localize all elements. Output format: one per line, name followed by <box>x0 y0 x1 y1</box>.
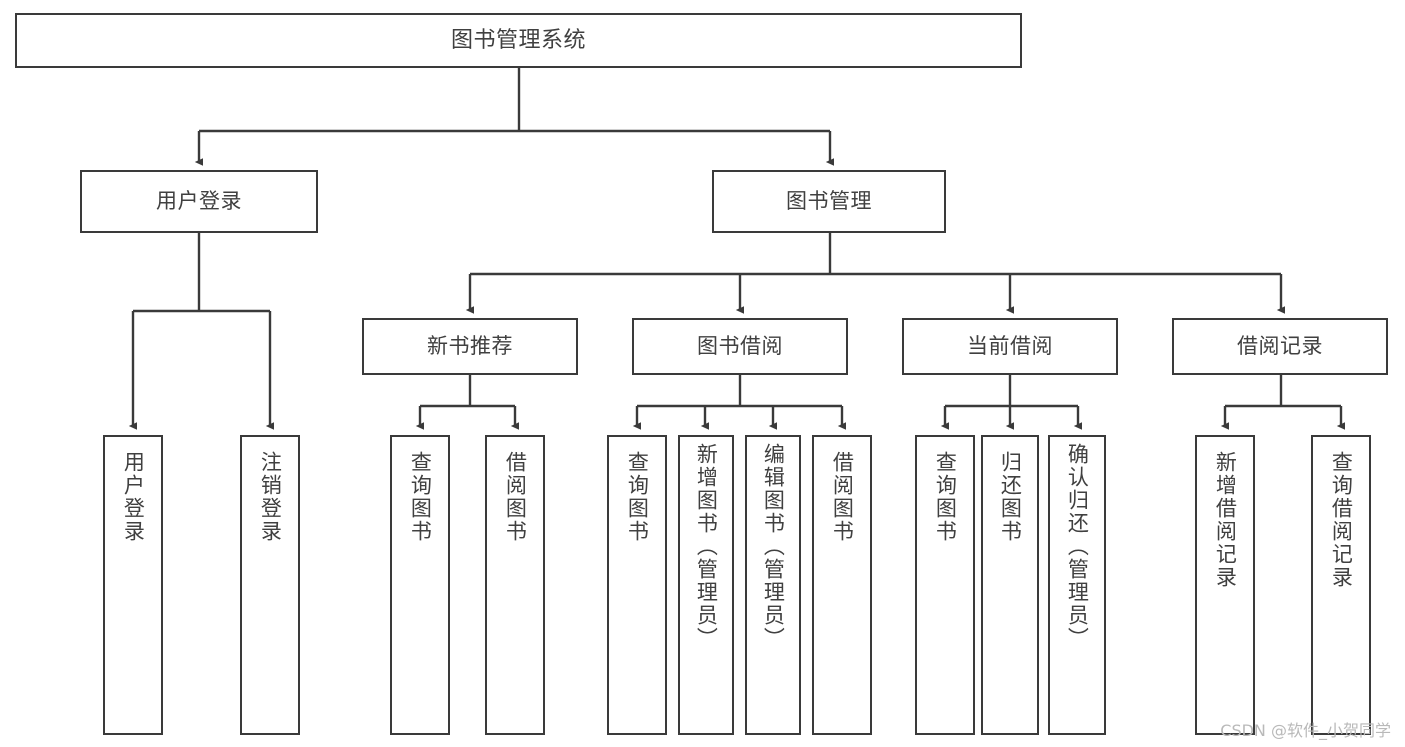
node-label: 用户登录 <box>121 451 146 543</box>
node-label: 查询借阅记录 <box>1329 451 1354 589</box>
leaf-records-add-record[interactable]: 新增借阅记录 <box>1195 435 1255 735</box>
node-label: 新增图书（管理员） <box>694 443 719 650</box>
node-label: 确认归还（管理员） <box>1065 443 1090 650</box>
leaf-new-book-query[interactable]: 查询图书 <box>390 435 450 735</box>
node-label: 借阅图书 <box>503 451 528 543</box>
node-label: 注销登录 <box>258 451 283 543</box>
node-label: 查询图书 <box>625 451 650 543</box>
node-book-borrow[interactable]: 图书借阅 <box>632 318 848 375</box>
node-label: 新增借阅记录 <box>1213 451 1238 589</box>
node-label: 编辑图书（管理员） <box>761 443 786 650</box>
node-label: 查询图书 <box>408 451 433 543</box>
node-current-borrow[interactable]: 当前借阅 <box>902 318 1118 375</box>
node-label: 图书管理系统 <box>450 27 586 53</box>
leaf-borrow-borrow-book[interactable]: 借阅图书 <box>812 435 872 735</box>
node-label: 当前借阅 <box>967 334 1053 359</box>
node-label: 图书借阅 <box>697 334 783 359</box>
node-user-login[interactable]: 用户登录 <box>80 170 318 233</box>
leaf-current-query-book[interactable]: 查询图书 <box>915 435 975 735</box>
node-label: 用户登录 <box>156 189 242 214</box>
node-new-book-recommend[interactable]: 新书推荐 <box>362 318 578 375</box>
leaf-current-confirm-return-admin[interactable]: 确认归还（管理员） <box>1048 435 1106 735</box>
watermark-text: CSDN @软件_小贺同学 <box>1220 721 1391 740</box>
leaf-records-query-record[interactable]: 查询借阅记录 <box>1311 435 1371 735</box>
leaf-current-return-book[interactable]: 归还图书 <box>981 435 1039 735</box>
leaf-borrow-query-book[interactable]: 查询图书 <box>607 435 667 735</box>
node-label: 借阅记录 <box>1237 334 1323 359</box>
leaf-borrow-add-book-admin[interactable]: 新增图书（管理员） <box>678 435 734 735</box>
node-label: 借阅图书 <box>830 451 855 543</box>
node-label: 新书推荐 <box>427 334 513 359</box>
node-book-management[interactable]: 图书管理 <box>712 170 946 233</box>
leaf-new-book-borrow[interactable]: 借阅图书 <box>485 435 545 735</box>
leaf-user-login-login[interactable]: 用户登录 <box>103 435 163 735</box>
leaf-borrow-edit-book-admin[interactable]: 编辑图书（管理员） <box>745 435 801 735</box>
node-label: 归还图书 <box>998 451 1023 543</box>
node-borrow-records[interactable]: 借阅记录 <box>1172 318 1388 375</box>
leaf-user-login-logout[interactable]: 注销登录 <box>240 435 300 735</box>
node-root-system[interactable]: 图书管理系统 <box>15 13 1022 68</box>
node-label: 图书管理 <box>786 189 872 214</box>
node-label: 查询图书 <box>933 451 958 543</box>
